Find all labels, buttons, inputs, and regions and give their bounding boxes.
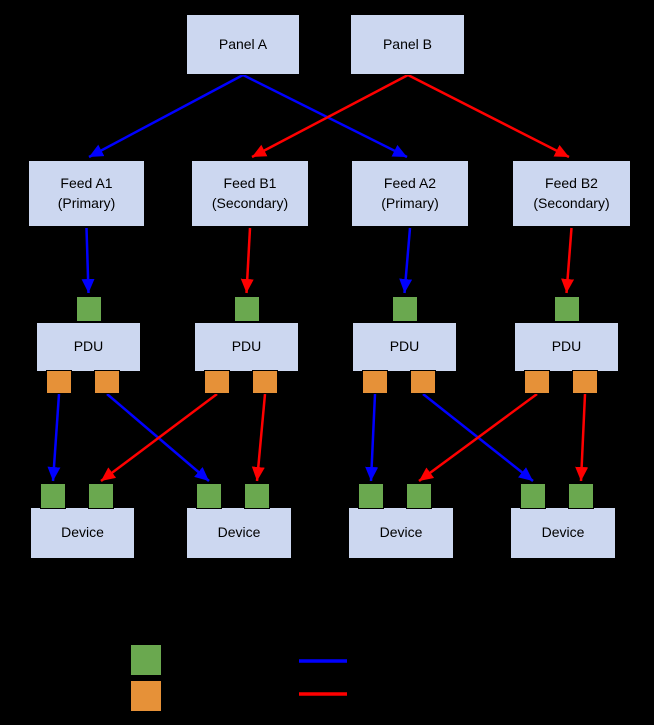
pdu-1-input-port — [75, 296, 102, 322]
node-device-2: Device — [186, 507, 292, 559]
device-3-input-port-1 — [358, 483, 384, 509]
pdu-3-input-port — [391, 296, 418, 322]
node-device-3: Device — [348, 507, 454, 559]
device-2-input-port-1 — [196, 483, 222, 509]
pdu-2-label: PDU — [231, 338, 262, 355]
device-1-input-port-2 — [88, 483, 114, 509]
wire-panel-b-to-feed-b2 — [407, 73, 570, 159]
node-feed-a2: Feed A2 (Primary) — [351, 160, 469, 227]
device-2-label: Device — [217, 524, 261, 541]
pdu-2-output-port-1 — [204, 370, 230, 394]
wire-pdu2-out1-to-device1-in2 — [100, 393, 218, 482]
pdu-3-output-port-2 — [410, 370, 436, 394]
device-4-input-port-2 — [568, 483, 594, 509]
wire-feed-b2-to-pdu4 — [561, 227, 575, 294]
wire-panel-a-to-feed-a2 — [242, 73, 408, 159]
pdu-4-label: PDU — [551, 338, 582, 355]
wire-pdu1-out1-to-device1-in1 — [47, 393, 61, 482]
node-device-1: Device — [30, 507, 135, 559]
device-2-input-port-2 — [244, 483, 270, 509]
node-panel-a: Panel A — [186, 14, 300, 75]
feed-a2-role: (Primary) — [381, 194, 439, 211]
node-feed-a1: Feed A1 (Primary) — [28, 160, 145, 227]
wire-feed-a2-to-pdu3 — [399, 227, 413, 294]
wire-pdu1-out2-to-device2-in1 — [106, 393, 210, 482]
pdu-2-input-port — [233, 296, 260, 322]
device-1-label: Device — [61, 524, 104, 541]
node-device-4: Device — [510, 507, 616, 559]
pdu-2-output-port-2 — [252, 370, 278, 394]
device-1-input-port-1 — [40, 483, 66, 509]
node-panel-b: Panel B — [350, 14, 465, 75]
pdu-4-output-port-1 — [524, 370, 550, 394]
node-feed-b2: Feed B2 (Secondary) — [512, 160, 631, 227]
wire-panel-a-to-feed-a1 — [88, 73, 244, 159]
panel-a-label: Panel A — [218, 35, 268, 52]
wire-feed-a1-to-pdu1 — [81, 227, 95, 294]
pdu-3-label: PDU — [389, 338, 420, 355]
pdu-4-output-port-2 — [572, 370, 598, 394]
wire-pdu2-out2-to-device2-in2 — [251, 393, 267, 482]
node-pdu-1: PDU — [36, 322, 141, 372]
pdu-1-label: PDU — [73, 338, 104, 355]
feed-b1-name: Feed B1 — [223, 174, 277, 191]
node-pdu-3: PDU — [352, 322, 457, 372]
pdu-3-output-port-1 — [362, 370, 388, 394]
wire-pdu4-out2-to-device4-in2 — [575, 393, 589, 482]
feed-a2-name: Feed A2 — [383, 174, 437, 191]
legend-output-port-swatch — [130, 680, 162, 712]
node-pdu-2: PDU — [194, 322, 299, 372]
feed-a1-name: Feed A1 — [60, 174, 113, 191]
device-4-input-port-1 — [520, 483, 546, 509]
node-pdu-4: PDU — [514, 322, 619, 372]
panel-b-label: Panel B — [382, 35, 433, 52]
wire-panel-b-to-feed-b1 — [251, 73, 409, 159]
feed-b2-name: Feed B2 — [545, 174, 598, 191]
wire-pdu3-out1-to-device3-in1 — [365, 393, 379, 482]
pdu-4-input-port — [553, 296, 580, 322]
pdu-1-output-port-1 — [46, 370, 72, 394]
node-feed-b1: Feed B1 (Secondary) — [191, 160, 309, 227]
pdu-1-output-port-2 — [94, 370, 120, 394]
feed-b1-role: (Secondary) — [211, 194, 289, 211]
device-4-label: Device — [541, 524, 585, 541]
wire-pdu4-out1-to-device3-in2 — [418, 392, 538, 483]
feed-b2-role: (Secondary) — [533, 194, 610, 211]
device-3-input-port-2 — [406, 483, 432, 509]
wire-pdu3-out2-to-device4-in1 — [422, 393, 534, 482]
feed-a1-role: (Primary) — [57, 194, 116, 211]
wire-feed-b1-to-pdu2 — [240, 227, 254, 294]
legend-input-port-swatch — [130, 644, 162, 676]
device-3-label: Device — [379, 524, 423, 541]
